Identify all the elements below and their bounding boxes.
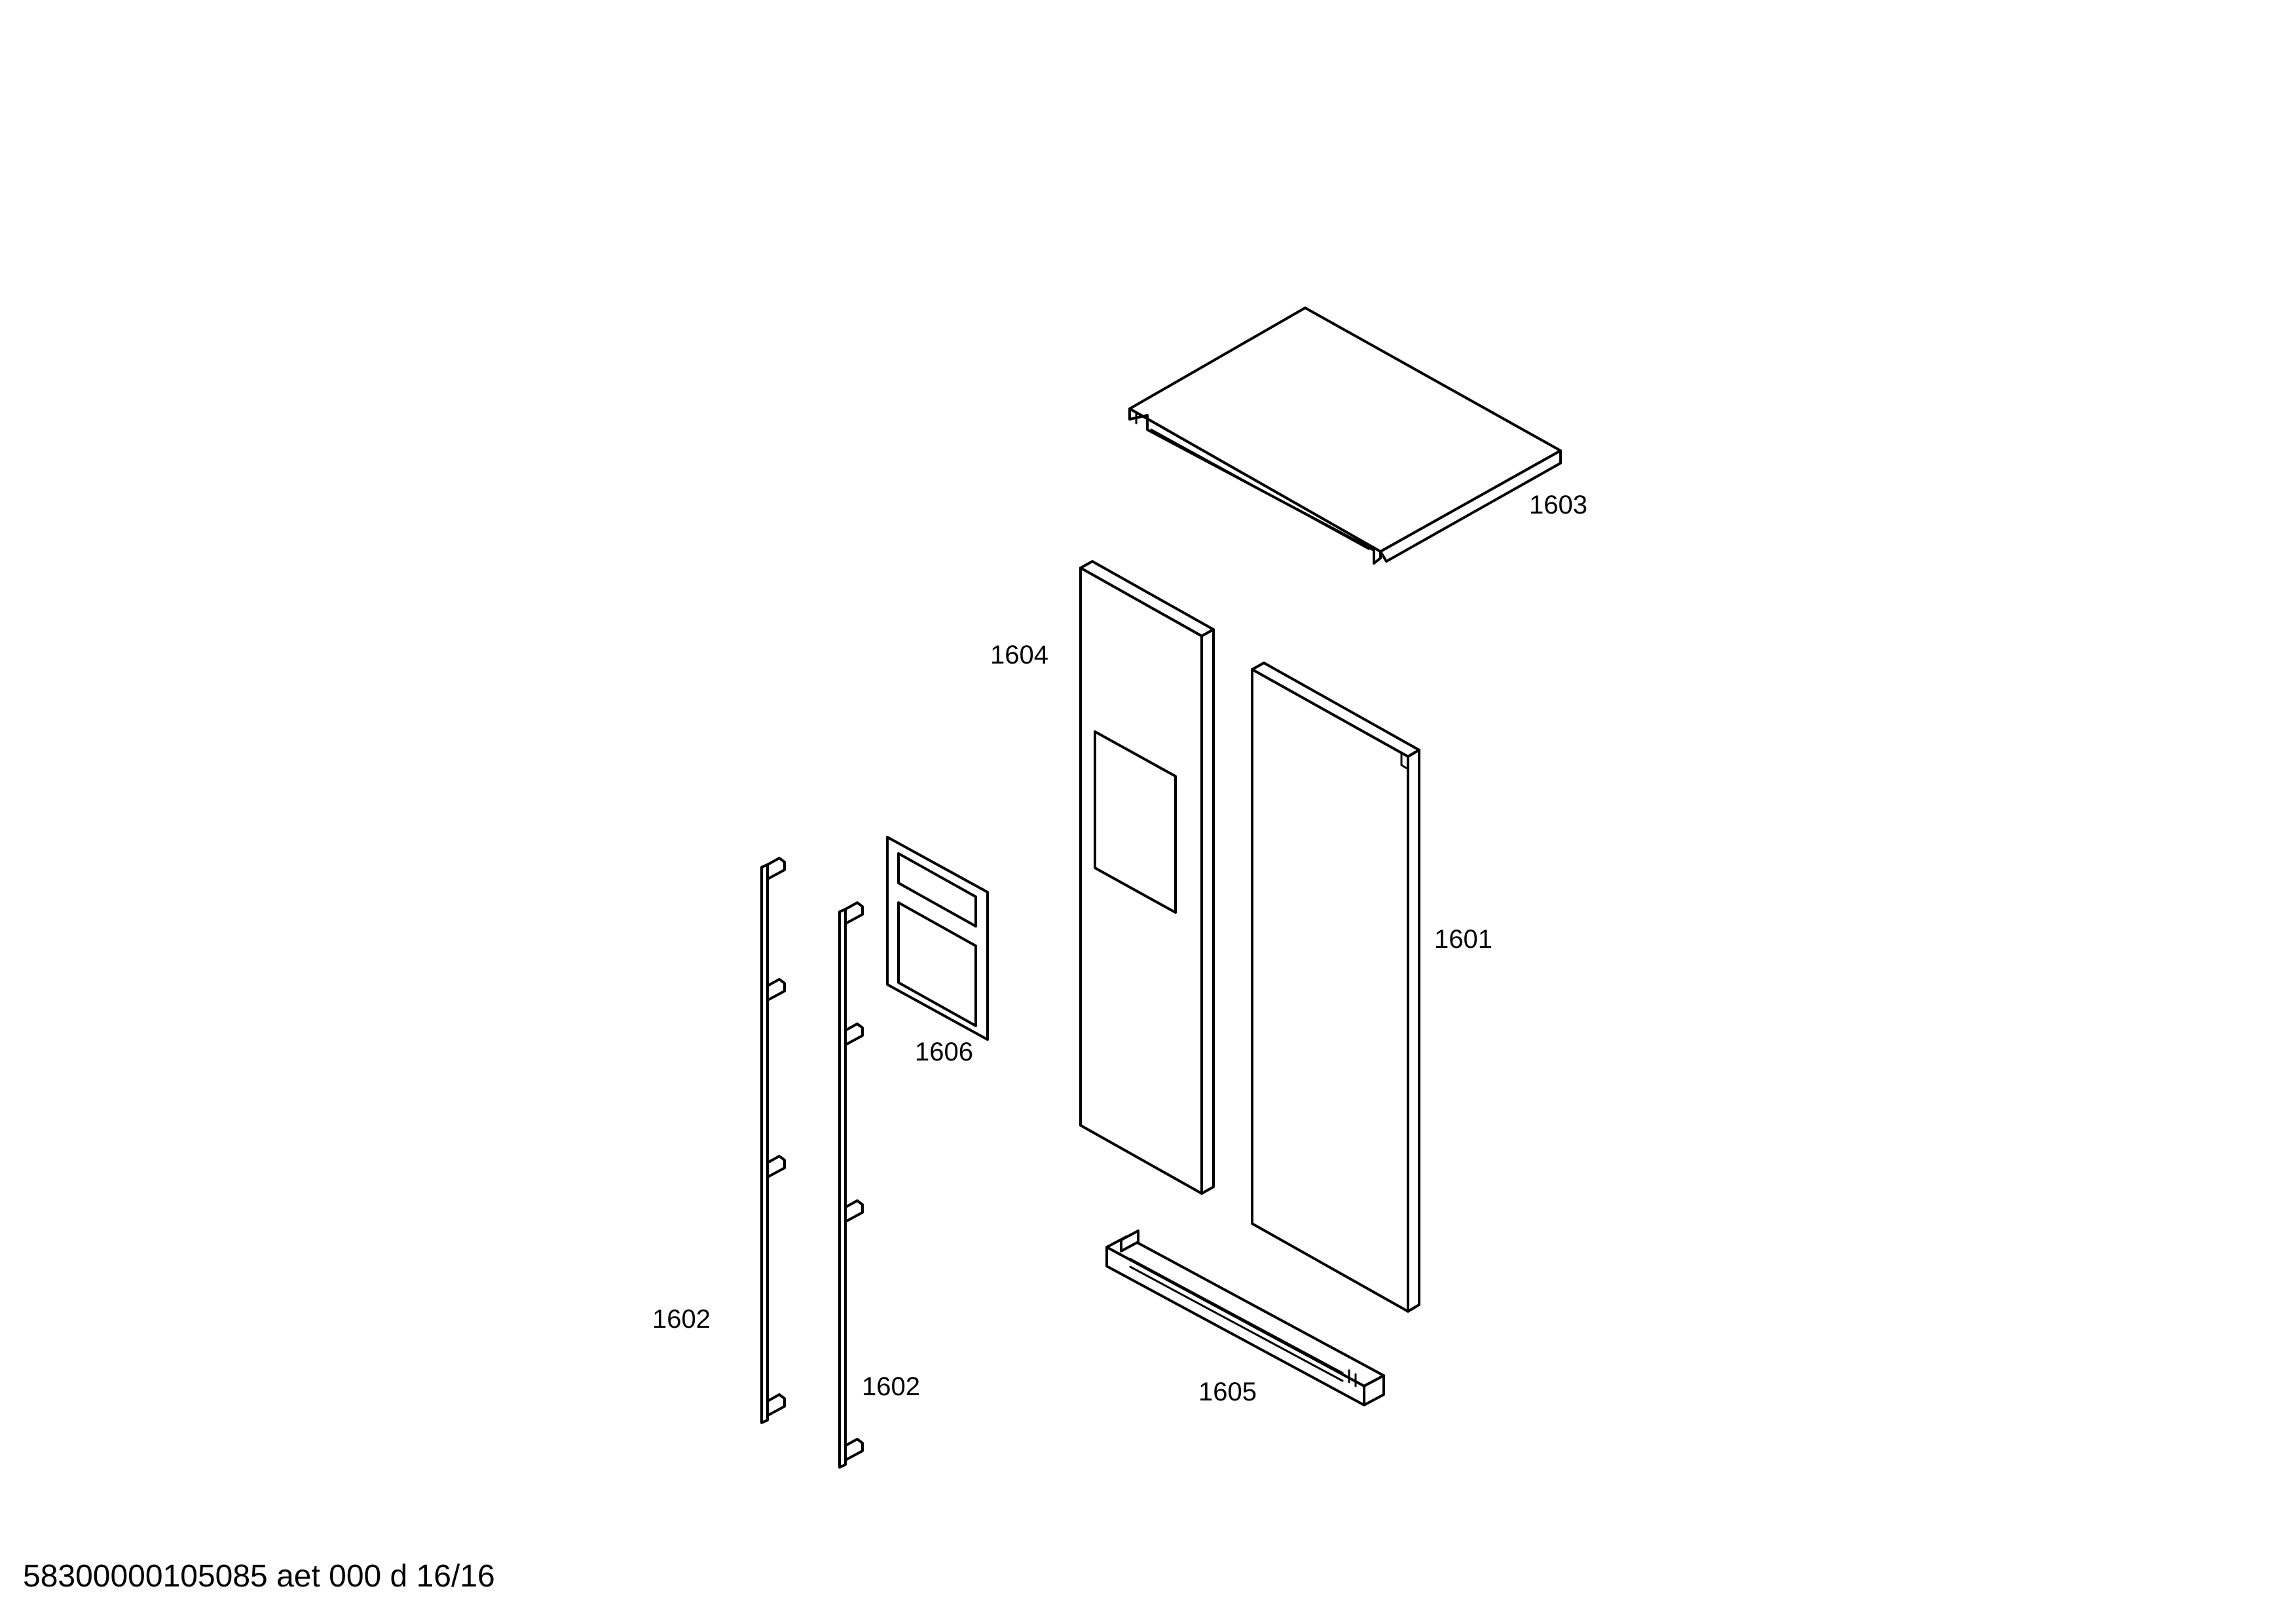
part-1601-right-door <box>1251 662 1420 1313</box>
document-id: 58300000105085 aet 000 d 16/16 <box>23 1559 495 1594</box>
callout-1602-left: 1602 <box>652 1305 711 1334</box>
part-1602-right-handle <box>838 901 864 1469</box>
callout-1606: 1606 <box>915 1038 973 1066</box>
callout-1601: 1601 <box>1434 925 1492 954</box>
callout-1602-right: 1602 <box>862 1372 920 1401</box>
callout-1603: 1603 <box>1529 491 1587 519</box>
part-1602-left-handle <box>760 857 786 1424</box>
callout-1605: 1605 <box>1198 1378 1257 1406</box>
part-1604-left-door <box>1079 560 1215 1195</box>
part-1603-top-cover <box>1128 307 1562 565</box>
callout-1604: 1604 <box>990 641 1048 669</box>
part-1606-dispenser-frame <box>886 836 989 1041</box>
part-1605-kick-plate <box>1105 1229 1385 1406</box>
